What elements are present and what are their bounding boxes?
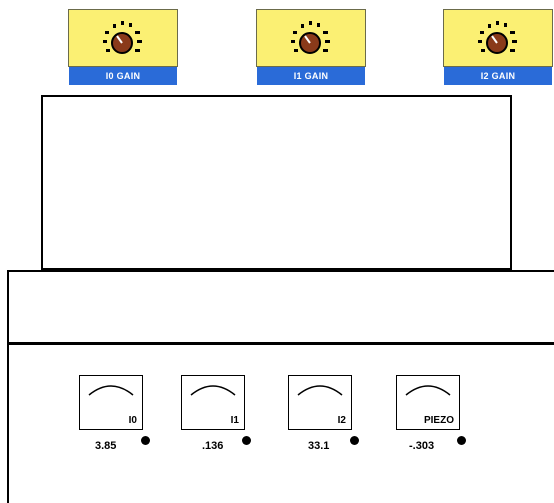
knob-i1-gain[interactable]: I1 GAIN: [256, 9, 366, 85]
console-panel-upper: [7, 270, 554, 344]
meter-reading: .136: [202, 440, 224, 452]
display-area: [41, 95, 512, 270]
meter-reading: 33.1: [308, 440, 330, 452]
meter-reading: -.303: [409, 440, 435, 452]
knob-label: I2 GAIN: [444, 67, 552, 85]
meter-piezo: PIEZO: [396, 375, 460, 430]
indicator-led: [141, 436, 150, 445]
meter-arc-icon: [88, 385, 134, 396]
knob-i2-gain[interactable]: I2 GAIN: [443, 9, 553, 85]
knob-label: I0 GAIN: [69, 67, 177, 85]
knob-i0-gain[interactable]: I0 GAIN: [68, 9, 178, 85]
meter-arc-icon: [297, 385, 343, 396]
meter-label: I0: [128, 415, 137, 426]
meter-arc-icon: [190, 385, 236, 396]
dial-icon: [291, 21, 330, 54]
meter-label: I1: [230, 415, 239, 426]
knob-face[interactable]: [443, 9, 553, 67]
meter-label: PIEZO: [423, 415, 454, 426]
indicator-led: [350, 436, 359, 445]
knob-label: I1 GAIN: [257, 67, 365, 85]
knob-face[interactable]: [256, 9, 366, 67]
meter-reading: 3.85: [95, 440, 117, 452]
dial-icon: [103, 21, 142, 54]
meter-arc-icon: [405, 385, 451, 396]
meter-i0: I0: [79, 375, 143, 430]
meter-label: I2: [337, 415, 346, 426]
dial-icon: [478, 21, 517, 54]
meter-i1: I1: [181, 375, 245, 430]
indicator-led: [242, 436, 251, 445]
knob-face[interactable]: [68, 9, 178, 67]
indicator-led: [457, 436, 466, 445]
meter-i2: I2: [288, 375, 352, 430]
